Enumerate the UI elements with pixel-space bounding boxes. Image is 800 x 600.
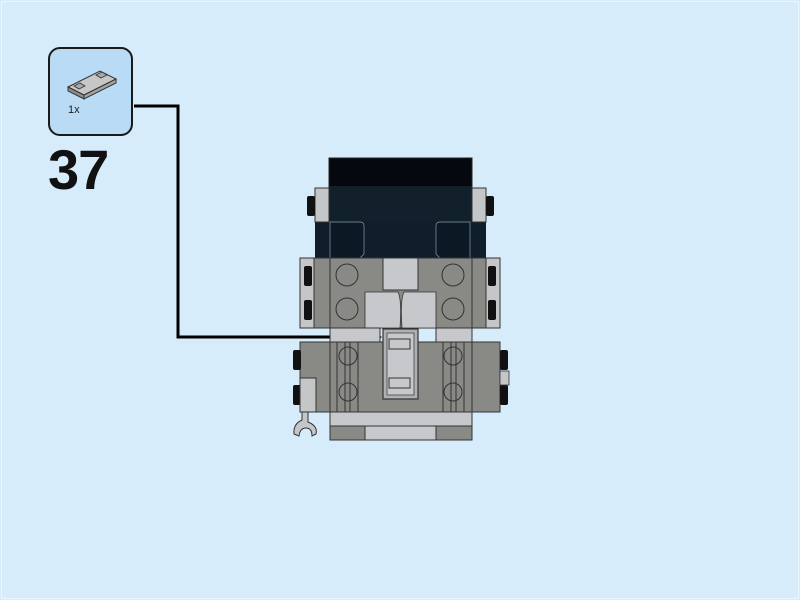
pointer-line [134,104,368,339]
clip-hand [293,411,317,437]
tile-part-icon [66,70,118,100]
step-number: 37 [48,138,109,201]
parts-callout: 1x [48,47,133,136]
quantity-label: 1x [68,104,80,116]
